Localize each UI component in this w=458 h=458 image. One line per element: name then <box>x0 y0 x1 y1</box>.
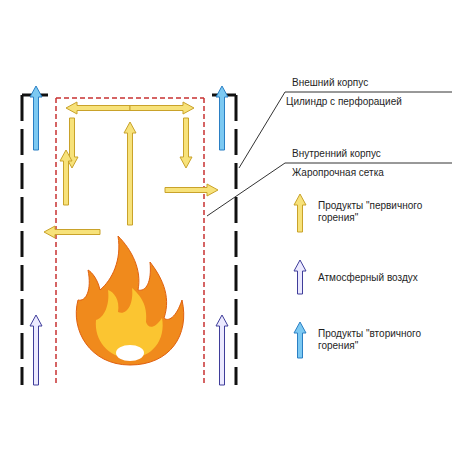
air-arrow <box>216 315 228 385</box>
air-arrow <box>30 315 42 385</box>
part-label: Цилиндр с перфорацией <box>286 96 402 108</box>
primary-flow-arrow <box>294 194 306 232</box>
part-label: Жаропрочная сетка <box>292 167 384 179</box>
inner-mesh <box>56 98 204 385</box>
secondary-flow-arrow <box>294 322 306 358</box>
primary-flow-arrow <box>180 118 192 168</box>
secondary-flow-arrow <box>216 86 228 150</box>
legend-text: Продукты "вторичного горения" <box>318 328 436 352</box>
outer-body <box>22 95 236 385</box>
air-arrow <box>294 260 306 294</box>
primary-flow-arrow <box>60 150 72 205</box>
primary-flow-arrow <box>124 122 136 225</box>
primary-flow-arrow <box>130 102 194 114</box>
primary-flow-arrow <box>44 226 100 238</box>
leader-lines <box>207 92 452 216</box>
primary-flow-arrow <box>165 184 218 196</box>
part-label: Внутренний корпус <box>292 148 381 160</box>
part-label: Внешний корпус <box>292 77 368 89</box>
secondary-flow-arrow <box>30 86 42 150</box>
legend-text: Атмосферный воздух <box>318 272 418 284</box>
primary-flow-arrow <box>66 102 130 114</box>
legend-text: Продукты "первичного горения" <box>318 200 436 224</box>
flow-arrows <box>30 86 306 385</box>
flame <box>76 236 183 365</box>
